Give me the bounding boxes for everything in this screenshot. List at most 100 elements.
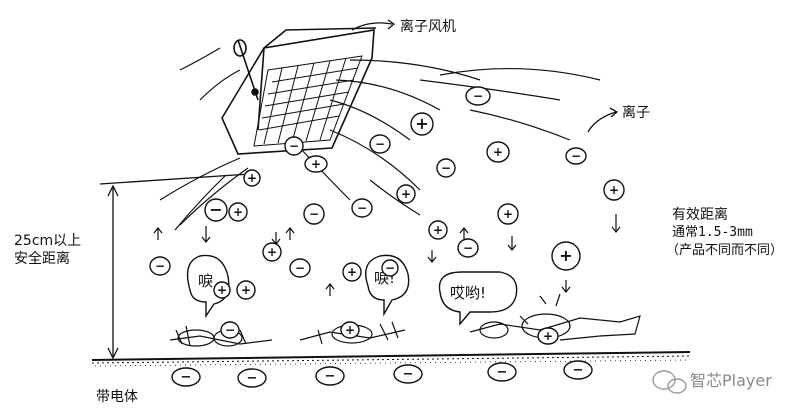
- arrow-head: [459, 227, 469, 234]
- label-arrows: [351, 19, 619, 133]
- charge-sign: −: [573, 363, 584, 378]
- ion-sign: +: [493, 145, 503, 159]
- ion-sign: −: [295, 261, 305, 275]
- ion-sign: +: [543, 329, 553, 343]
- charge-sign: −: [181, 370, 192, 385]
- ion-sign: +: [247, 171, 257, 185]
- ion-sign: +: [415, 114, 428, 133]
- charge-sign: −: [247, 371, 258, 386]
- ion-sign: −: [385, 261, 395, 275]
- positive-ion: +: [551, 241, 581, 271]
- speech-bubble-1: [186, 254, 230, 319]
- charged-body-label: 带电体: [96, 389, 138, 405]
- positive-ion: +: [603, 179, 625, 201]
- ion-sign: −: [309, 207, 319, 221]
- ion-sign: +: [401, 187, 411, 201]
- negative-ion: −: [303, 203, 325, 225]
- positive-ion: +: [228, 202, 248, 222]
- negative-ion: −: [565, 147, 587, 165]
- speech-bubble-2: [365, 254, 410, 317]
- ion-sign: +: [233, 205, 243, 219]
- ion-sign: +: [433, 223, 443, 237]
- ions-layer: −+−+−+−−+−+−+−++−++−+−++−+−++: [149, 86, 625, 345]
- charge-sign: −: [403, 367, 414, 382]
- positive-ion: +: [497, 203, 519, 225]
- positive-ion: +: [537, 327, 559, 345]
- ion-sign: +: [241, 283, 251, 297]
- ion-sign: +: [347, 265, 357, 279]
- safe-distance-label-line2: 安全距离: [14, 251, 70, 267]
- ion-sign: −: [571, 149, 581, 163]
- negative-ion: −: [381, 259, 399, 277]
- effective-distance-note: （产品不同而不同）: [666, 243, 784, 258]
- ion-sign: +: [217, 283, 227, 297]
- ion-sign: +: [311, 157, 321, 171]
- negative-ion: −: [204, 198, 228, 222]
- surface-charges-layer: −−−−−−: [171, 360, 593, 388]
- ion-sign: −: [209, 200, 222, 219]
- ion-label: 离子: [622, 105, 650, 121]
- ion-sign: −: [357, 201, 367, 215]
- ion-sign: −: [441, 161, 451, 175]
- ion-sign: +: [609, 183, 619, 197]
- ion-sign: +: [559, 246, 572, 265]
- ion-fan: [221, 27, 377, 155]
- positive-ion: +: [410, 112, 434, 136]
- fan-grille: [253, 55, 363, 147]
- surface-negative-charge: −: [171, 367, 201, 387]
- arrow-head: [561, 286, 571, 293]
- charge-sign: −: [325, 369, 336, 384]
- arrow-head: [153, 227, 163, 234]
- ion-sign: −: [155, 259, 165, 273]
- ion-motion-arrows: [153, 214, 621, 296]
- negative-ion: −: [369, 134, 391, 154]
- negative-ion: −: [284, 136, 304, 156]
- arrow-head: [427, 256, 437, 263]
- bubble-text-1: 唳: [198, 272, 213, 290]
- ion-sign: −: [225, 323, 235, 337]
- effective-distance-range: 通常1.5-3mm: [672, 225, 753, 240]
- negative-ion: −: [351, 198, 373, 218]
- surface-negative-charge: −: [315, 366, 345, 386]
- arrow-head: [201, 236, 211, 243]
- positive-ion: +: [486, 141, 510, 163]
- positive-ion: +: [396, 184, 416, 204]
- surface-negative-charge: −: [487, 362, 517, 382]
- surface-negative-charge: −: [563, 360, 593, 380]
- negative-ion: −: [289, 258, 311, 278]
- ion-sign: −: [463, 241, 473, 255]
- charge-sign: −: [497, 365, 508, 380]
- arrow-head: [271, 238, 281, 245]
- effective-distance-label: 有效距离: [672, 207, 728, 223]
- positive-ion: +: [236, 280, 256, 300]
- ion-sign: −: [375, 137, 385, 151]
- ion-fan-label: 离子风机: [400, 19, 456, 35]
- negative-ion: −: [436, 158, 456, 178]
- negative-ion: −: [465, 86, 491, 106]
- watermark-logo-icon: [652, 370, 687, 394]
- positive-ion: +: [340, 321, 360, 339]
- negative-ion: −: [220, 321, 240, 339]
- positive-ion: +: [428, 220, 448, 240]
- safe-distance-dimension: [99, 173, 251, 360]
- positive-ion: +: [304, 155, 328, 173]
- surface-figures: [169, 293, 641, 347]
- positive-ion: +: [213, 281, 231, 299]
- ion-sign: +: [345, 323, 355, 337]
- positive-ion: +: [243, 169, 261, 187]
- arrow-head: [507, 244, 517, 251]
- arrow-head: [611, 226, 621, 233]
- ion-sign: −: [289, 139, 299, 153]
- surface-negative-charge: −: [393, 364, 423, 384]
- charged-body-surface: [91, 351, 691, 367]
- safe-distance-label-line1: 25cm以上: [14, 233, 82, 249]
- arrow-head: [325, 283, 335, 290]
- surface-negative-charge: −: [237, 368, 267, 388]
- ion-sign: −: [473, 89, 483, 103]
- negative-ion: −: [457, 238, 479, 258]
- ion-sign: +: [267, 245, 277, 259]
- speech-bubbles: [186, 254, 518, 326]
- watermark-text: 智芯Player: [690, 371, 772, 390]
- arrow-head: [285, 227, 295, 234]
